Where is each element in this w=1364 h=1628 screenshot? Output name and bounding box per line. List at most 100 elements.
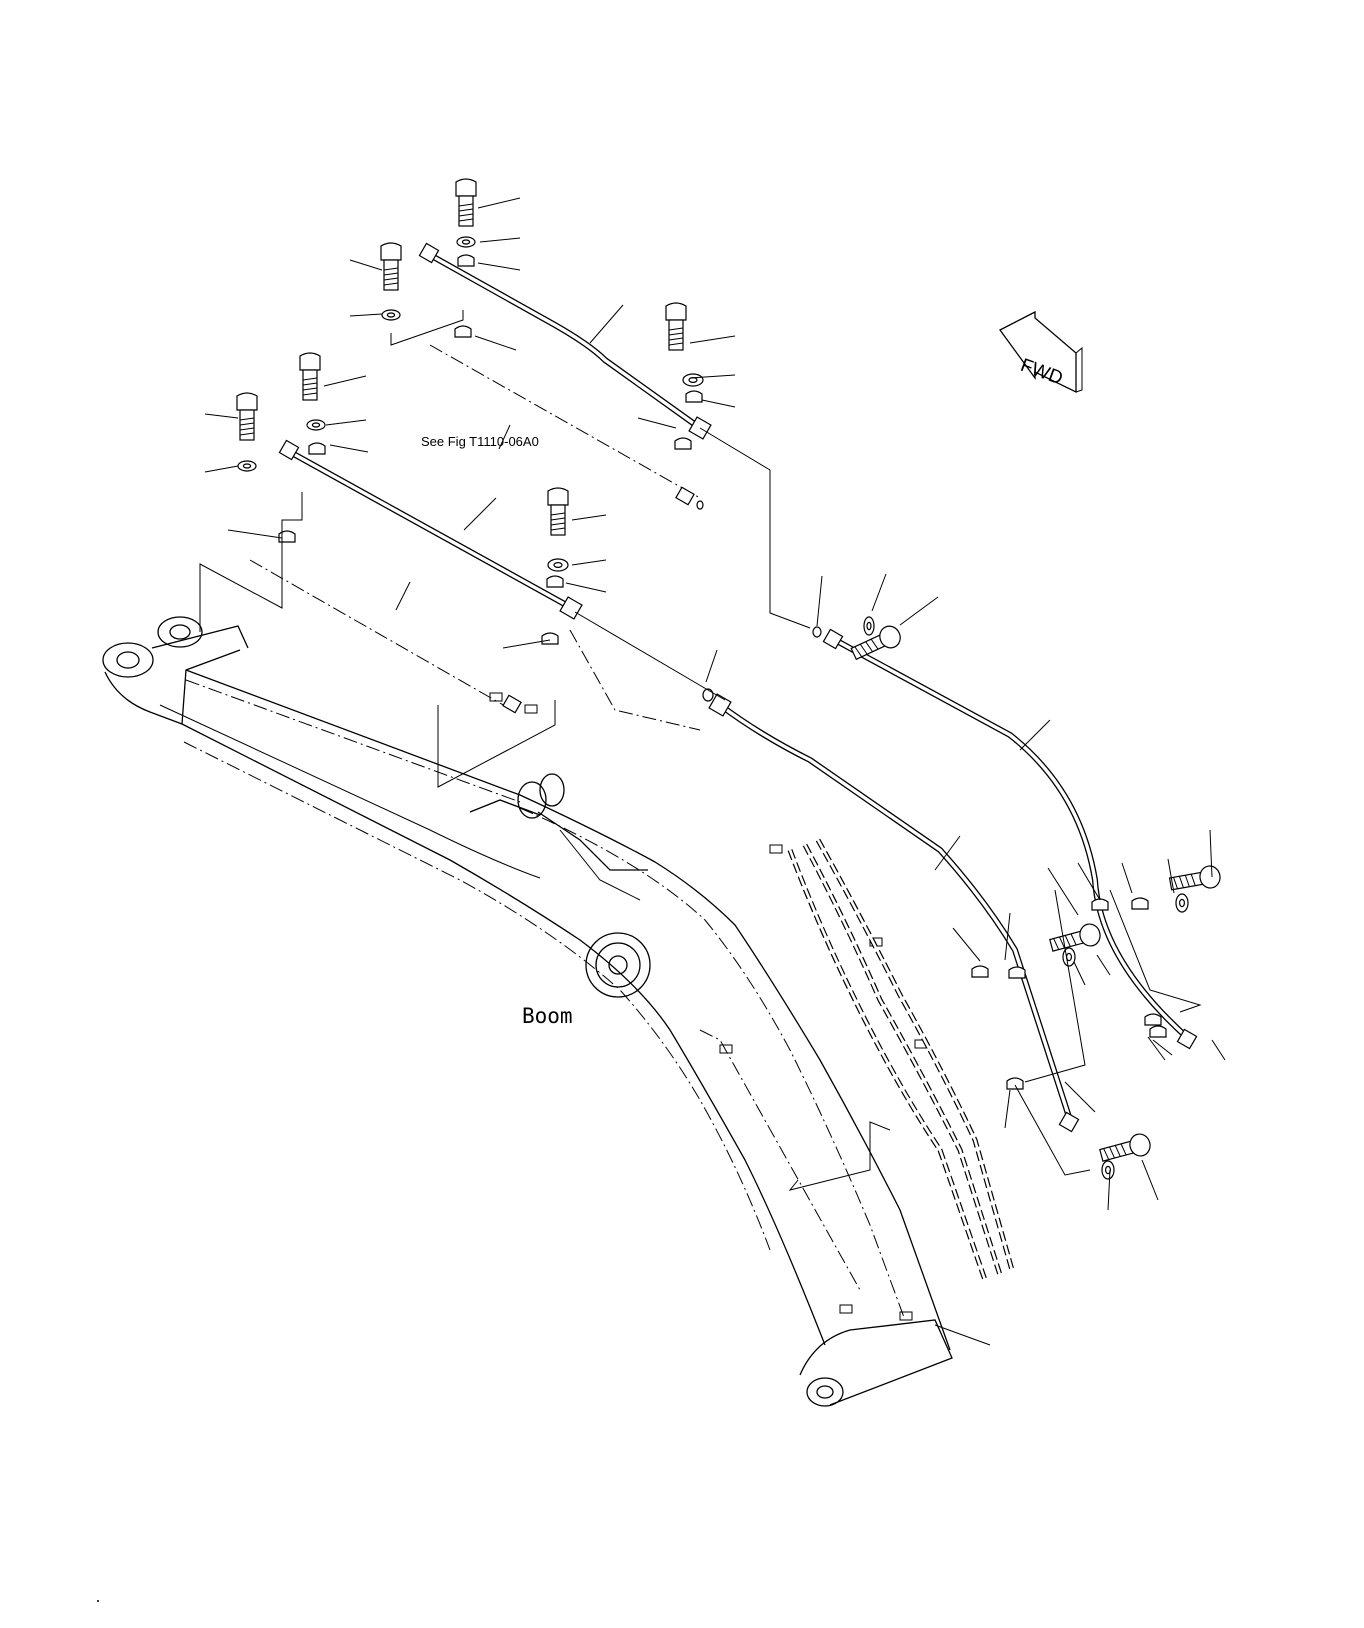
corner-dot <box>97 1600 99 1602</box>
callout-leader-line <box>1073 961 1086 986</box>
callout-leader-line <box>571 559 607 566</box>
callout-leader-line <box>477 262 521 271</box>
callout-leader-line <box>1107 1169 1111 1211</box>
callout-leader-line <box>349 313 383 317</box>
callout-leader-line <box>565 582 607 593</box>
clamp-icon <box>308 442 326 455</box>
callout-leader-line <box>395 581 411 611</box>
callout-leader-line <box>1004 912 1011 961</box>
callout-leader-line <box>899 596 939 626</box>
callout-leader-line <box>934 1324 991 1346</box>
callout-leader-line <box>1047 867 1079 916</box>
bolt-icon <box>1099 1133 1151 1162</box>
callout-leader-line <box>705 649 718 683</box>
clamp-icon <box>1008 966 1026 979</box>
washer-icon <box>1101 1160 1115 1180</box>
callout-leader-line <box>1141 1159 1159 1201</box>
callout-leader-line <box>1064 1081 1096 1113</box>
clamp-icon <box>541 632 559 645</box>
bolt-icon <box>850 625 901 661</box>
clamp-icon <box>685 390 703 403</box>
clamp-icon <box>278 530 296 543</box>
callout-leader-line <box>952 927 981 962</box>
washer-icon <box>381 309 401 321</box>
callout-leader-line <box>227 529 283 539</box>
bolt-icon <box>547 487 569 536</box>
callout-leader-line <box>477 197 521 209</box>
clamp-icon <box>1131 897 1149 910</box>
callout-leader-line <box>1167 858 1175 894</box>
bolt-icon <box>1168 865 1221 891</box>
callout-leader-line <box>479 237 521 243</box>
bolt-icon <box>380 242 402 291</box>
callout-leaders <box>204 197 1226 1346</box>
bolt-icon <box>299 352 321 401</box>
callout-leader-line <box>323 375 367 387</box>
callout-leader-line <box>204 465 239 473</box>
callout-leader-line <box>1096 954 1111 976</box>
callout-leader-line <box>204 413 239 419</box>
washer-icon <box>547 558 569 572</box>
clamp-icon <box>457 254 475 267</box>
callout-leader-line <box>463 497 497 531</box>
bolt-icon <box>236 392 258 441</box>
see-fig-leader <box>498 424 511 450</box>
callout-leader-line <box>689 374 736 379</box>
callout-leader-line <box>1147 1036 1166 1061</box>
callout-leader-line <box>1004 1089 1011 1129</box>
clamp-icon <box>1006 1077 1024 1090</box>
callout-leader-line <box>701 399 736 408</box>
callout-leader-line <box>871 573 887 612</box>
boom-label: Boom <box>522 1004 573 1028</box>
callout-leader-line <box>816 575 823 627</box>
callout-leader-line <box>1019 719 1051 751</box>
see-fig-reference: See Fig T1110-06A0 <box>421 434 539 449</box>
clamp-icon <box>454 325 472 338</box>
washer-icon <box>237 460 257 472</box>
boom-body <box>102 616 953 1407</box>
callout-leader-line <box>1121 862 1133 894</box>
fwd-label: FWD <box>1018 355 1066 390</box>
washer-icon <box>1175 893 1189 913</box>
callout-leader-line <box>689 335 736 344</box>
clamp-icon <box>971 965 989 978</box>
washer-icon <box>456 236 476 248</box>
callout-leader-line <box>1209 829 1213 878</box>
hose-icon <box>787 838 1015 1281</box>
clamp-icon <box>278 254 1167 1090</box>
clamp-icon <box>1149 1025 1167 1038</box>
bolt-icon <box>455 178 477 227</box>
fwd-arrow-icon <box>999 310 1083 394</box>
callout-leader-line <box>1077 862 1101 901</box>
callout-leader-line <box>1152 1039 1173 1056</box>
reference-pipe-lower <box>249 559 513 711</box>
bolt-icon <box>1049 923 1101 952</box>
reference-pipe-upper <box>429 344 701 499</box>
callout-leader-line <box>571 514 607 521</box>
bolt-icon <box>236 178 1221 1162</box>
callout-leader-line <box>1211 1039 1226 1061</box>
grouping-lines <box>199 310 1202 1191</box>
callout-leader-line <box>474 335 517 351</box>
callout-leader-line <box>502 639 551 649</box>
callout-leader-line <box>934 835 961 871</box>
washer-icon <box>863 616 875 636</box>
pipe-fitting-icon <box>278 242 1198 1133</box>
washer-icon <box>306 419 326 431</box>
washer-icon <box>1062 947 1076 967</box>
washer-icon <box>682 373 704 387</box>
bolt-icon <box>665 302 687 351</box>
callout-leader-line <box>325 419 367 426</box>
clamp-icon <box>674 437 692 450</box>
reference-pipe-middle <box>569 629 701 731</box>
clamp-icon <box>546 575 564 588</box>
callout-leader-line <box>589 304 624 344</box>
clamp-icon <box>1091 898 1109 911</box>
callout-leader-line <box>637 417 677 429</box>
pipe-icon <box>287 252 1193 1123</box>
clamp-icon <box>1144 1013 1162 1026</box>
o-ring-icon <box>696 500 822 702</box>
callout-leader-line <box>349 259 383 271</box>
callout-leader-line <box>329 444 369 453</box>
